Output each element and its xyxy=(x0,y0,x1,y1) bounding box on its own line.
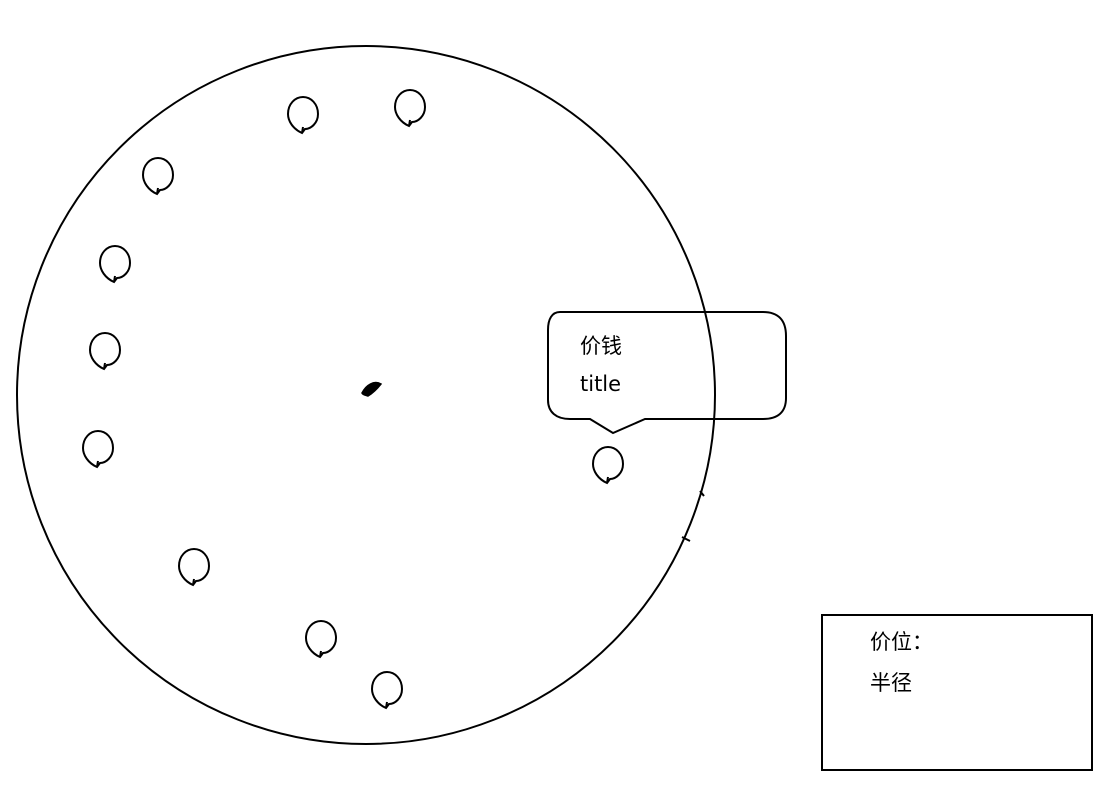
map-pin-bubble-icon[interactable] xyxy=(142,157,174,195)
map-pin-bubble-icon[interactable] xyxy=(89,332,121,370)
map-pin-bubble-icon[interactable] xyxy=(178,548,210,586)
legend-panel xyxy=(821,614,1093,771)
map-pin-bubble-icon[interactable] xyxy=(592,446,624,484)
map-pin-bubble-icon[interactable] xyxy=(287,96,319,134)
map-pin-bubble-icon[interactable] xyxy=(82,430,114,468)
legend-radius-label: 半径 xyxy=(870,671,912,695)
tooltip-bubble xyxy=(547,311,787,435)
tooltip-price-label: 价钱 xyxy=(580,334,622,358)
circle-tick-mark xyxy=(681,536,691,542)
map-pin-bubble-icon[interactable] xyxy=(305,620,337,658)
map-pin-bubble-icon[interactable] xyxy=(371,671,403,709)
circle-tick-mark xyxy=(699,490,705,497)
map-pin-bubble-icon[interactable] xyxy=(394,89,426,127)
radius-circle xyxy=(16,45,716,745)
center-dot-icon xyxy=(361,381,383,397)
legend-price-label: 价位： xyxy=(870,630,933,654)
map-pin-bubble-icon[interactable] xyxy=(99,245,131,283)
tooltip-title-label: title xyxy=(580,372,622,396)
